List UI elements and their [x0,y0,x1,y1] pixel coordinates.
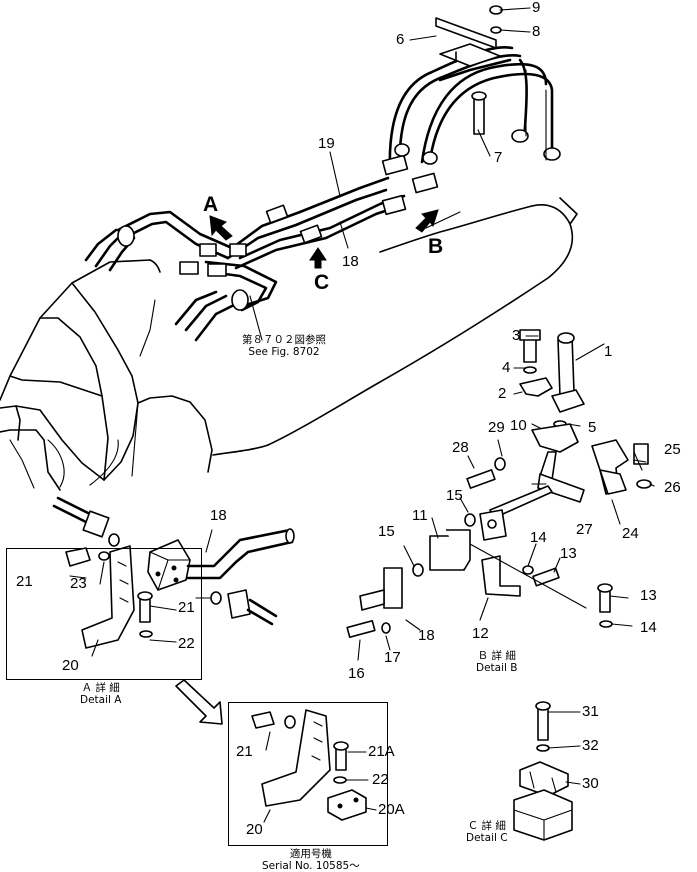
callout-15a: 15 [446,487,463,504]
main-leaders [249,7,531,341]
figure-reference-en: See Fig. 8702 [248,346,320,359]
callout-6: 6 [396,31,405,48]
callout-2: 2 [498,385,507,402]
callout-16: 16 [348,665,365,682]
callout-20b: 20 [246,821,263,838]
callout-1: 1 [604,343,613,360]
callout-18c: 18 [418,627,435,644]
piping [84,46,554,342]
callout-14a: 14 [530,529,547,546]
detail-b-caption-en: Detail B [476,662,518,675]
callout-21b: 21 [178,599,195,616]
detail-a-frame [6,548,202,680]
figure-reference: 第８７０２図参照 See Fig. 8702 [242,334,326,358]
callout-20a: 20 [62,657,79,674]
callout-25: 25 [664,441,681,458]
callout-3: 3 [512,327,521,344]
main-clamps [117,5,561,311]
callout-18b: 18 [210,507,227,524]
callout-20A: 20A [378,801,405,818]
figure-reference-jp: 第８７０２図参照 [242,334,326,346]
detail-arrow [175,679,223,725]
callout-4: 4 [502,359,511,376]
callout-27: 27 [576,521,593,538]
detail-b-parts [346,329,655,661]
callout-22b: 22 [372,771,389,788]
callout-31: 31 [582,703,599,720]
detail-c-caption-jp: Ｃ 詳 細 [467,820,506,832]
callout-14b: 14 [640,619,657,636]
serial-caption: 適用号機 Serial No. 10585～ [262,848,360,872]
detail-b-caption: Ｂ 詳 細 Detail B [476,650,517,674]
view-label-a: A [203,193,219,216]
serial-detail-parts [251,709,377,823]
callout-30: 30 [582,775,599,792]
callout-18a: 18 [342,253,359,270]
callout-32: 32 [582,737,599,754]
detail-a-parts [52,496,295,657]
callout-10: 10 [510,417,527,434]
detail-c-parts [513,701,581,841]
callout-21c: 21 [236,743,253,760]
detail-a-caption-jp: Ａ 詳 細 [81,682,120,694]
callout-11: 11 [412,507,428,524]
callout-24: 24 [622,525,639,542]
detail-a-caption: Ａ 詳 細 Detail A [80,682,121,706]
boom-body [0,197,578,491]
serial-detail-frame [228,702,388,846]
callout-15b: 15 [378,523,395,540]
callout-23: 23 [70,575,87,592]
callout-19: 19 [318,135,335,152]
view-arrows [209,209,439,269]
detail-a-caption-en: Detail A [80,694,122,707]
callout-29: 29 [488,419,505,436]
view-label-b: B [428,235,444,258]
detail-b-caption-jp: Ｂ 詳 細 [477,650,516,662]
callout-17: 17 [384,649,401,666]
view-label-c: C [314,271,330,294]
callout-21a: 21 [16,573,33,590]
callout-12: 12 [472,625,489,642]
callout-8: 8 [532,23,541,40]
callout-22a: 22 [178,635,195,652]
callout-13b: 13 [640,587,657,604]
callout-5: 5 [588,419,597,436]
detail-c-caption: Ｃ 詳 細 Detail C [466,820,508,844]
detail-c-caption-en: Detail C [466,832,508,845]
callout-13a: 13 [560,545,577,562]
callout-7: 7 [494,149,503,166]
callout-26: 26 [664,479,681,496]
serial-caption-en: Serial No. 10585～ [262,860,360,872]
callout-9: 9 [532,0,541,16]
serial-caption-jp: 適用号機 [289,848,332,860]
callout-28: 28 [452,439,469,456]
callout-21A: 21A [368,743,395,760]
